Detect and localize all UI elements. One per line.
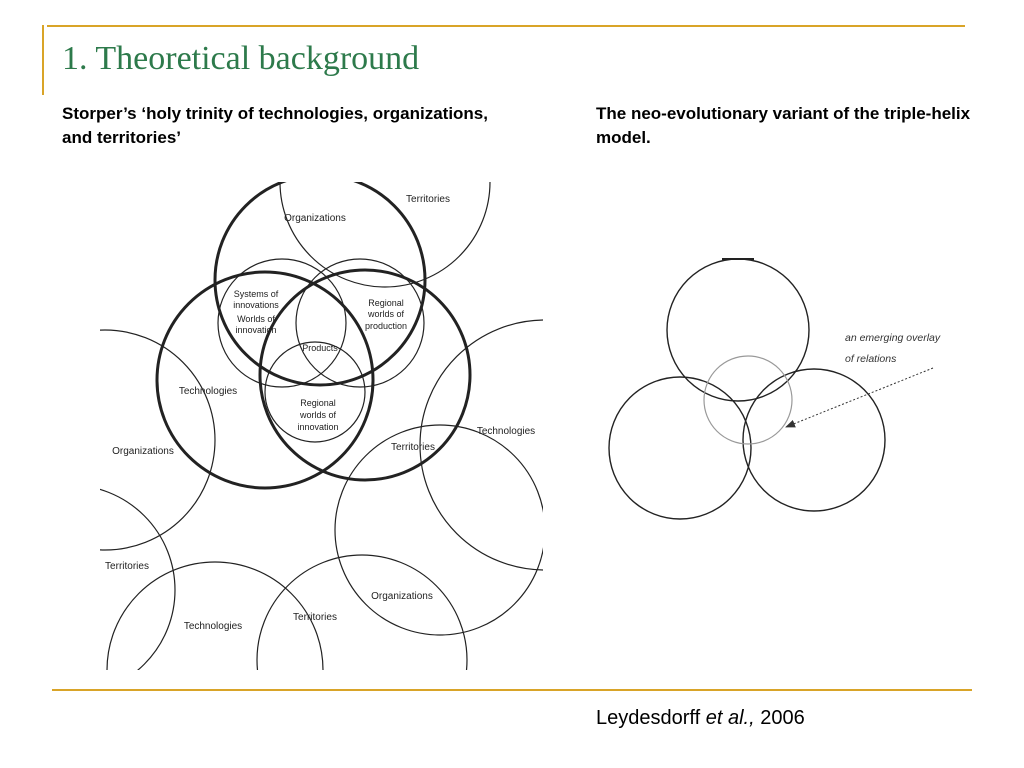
label-systems-line1: Systems of — [234, 289, 279, 299]
left-diagram-heading: Storper’s ‘holy trinity of technologies,… — [62, 104, 488, 147]
left-rule — [42, 25, 44, 95]
circle-helix-left — [608, 376, 752, 520]
label-technologies-bottom: Technologies — [184, 621, 242, 632]
circle-territories-bottom — [256, 554, 468, 670]
label-regional-production-line1: Regional — [368, 298, 404, 308]
circle-regional-production-inner — [295, 258, 425, 388]
circle-regional-innovation-inner — [264, 341, 366, 443]
label-regional-innovation-line3: innovation — [297, 422, 338, 432]
label-territories-bottom: Territories — [293, 612, 337, 623]
triple-helix-annotation: an emerging overlay of relations — [845, 332, 941, 365]
label-worlds-line2: innovation — [235, 325, 276, 335]
slide-title: 1. Theoretical background — [62, 40, 420, 77]
label-systems-line2: innovations — [233, 300, 279, 310]
label-organizations-bottom: Organizations — [371, 591, 433, 602]
circle-technologies-bottom — [106, 561, 324, 670]
overlay-arrow — [785, 367, 934, 428]
label-organizations-left: Organizations — [112, 446, 174, 457]
label-territories-main: Territories — [391, 442, 435, 453]
label-regional-innovation-line2: worlds of — [299, 410, 337, 420]
citation-year: 2006 — [760, 707, 805, 729]
label-territories-left: Territories — [105, 561, 149, 572]
circle-helix-right — [742, 368, 886, 512]
circle-technologies-main — [155, 270, 375, 490]
label-territories-top: Territories — [406, 194, 450, 205]
circle-technologies-right — [419, 319, 543, 571]
circle-territories-left — [100, 488, 176, 670]
annotation-line1: an emerging overlay — [845, 332, 941, 344]
bottom-rule — [52, 689, 972, 691]
label-technologies-right: Technologies — [477, 426, 535, 437]
circle-territories-midright — [334, 424, 543, 636]
label-worlds-line1: Worlds of — [237, 314, 275, 324]
right-diagram-heading: The neo-evolutionary variant of the trip… — [596, 104, 971, 147]
circle-overlay — [703, 355, 793, 445]
circle-organizations-left — [100, 329, 216, 551]
label-organizations-top: Organizations — [284, 213, 346, 224]
citation-author: Leydesdorff — [596, 707, 701, 729]
citation-etal: et al., — [705, 707, 755, 729]
citation: Leydesdorff et al., 2006 — [596, 707, 805, 730]
annotation-line2: of relations — [845, 353, 897, 365]
label-regional-production-line3: production — [365, 321, 407, 331]
triple-helix-diagram — [608, 258, 934, 520]
circle-territories-top — [279, 182, 491, 288]
holy-trinity-diagram — [100, 182, 543, 670]
circle-organizations-main — [213, 182, 427, 387]
top-rule — [47, 25, 965, 27]
label-regional-production-line2: worlds of — [367, 309, 405, 319]
label-technologies-main: Technologies — [179, 386, 237, 397]
label-products: Products — [302, 343, 338, 353]
circle-territories-main — [258, 268, 472, 482]
label-regional-innovation-line1: Regional — [300, 398, 336, 408]
circle-systems-inner — [217, 258, 347, 388]
holy-trinity-labels: Organizations Territories Systems of inn… — [105, 194, 535, 632]
